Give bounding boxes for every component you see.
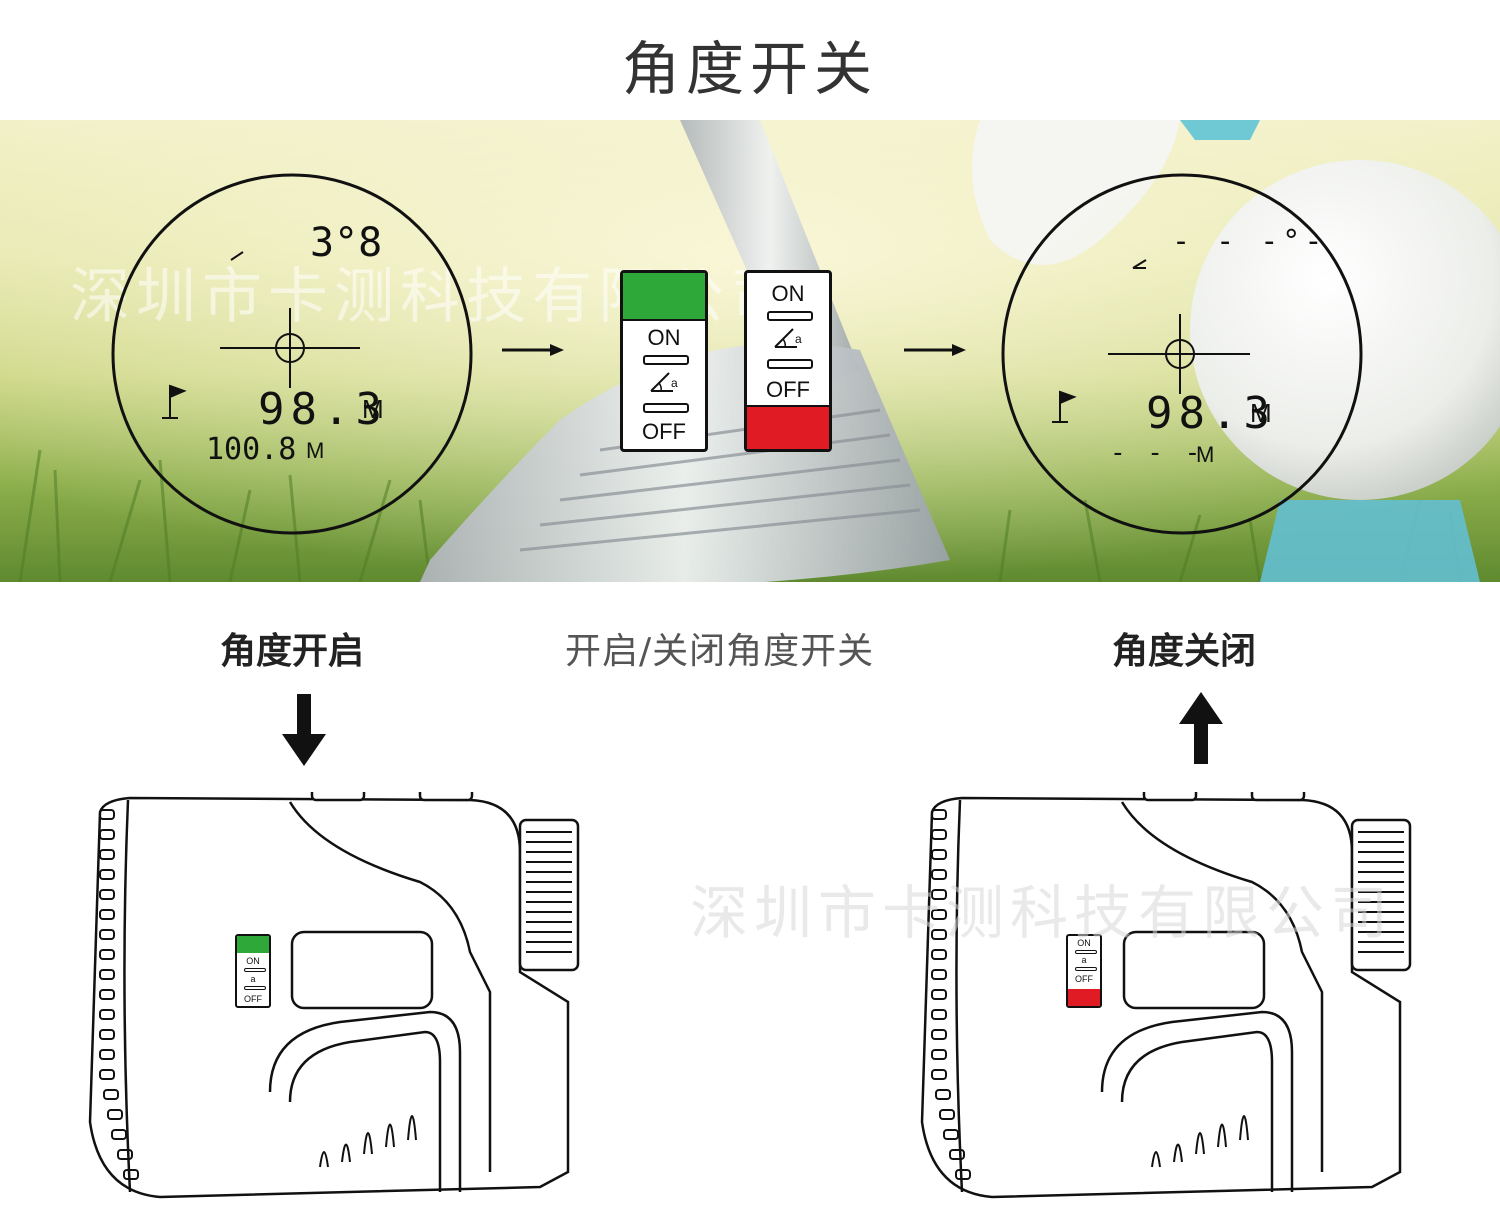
caption-angle-off: 角度关闭: [1112, 631, 1257, 672]
rangefinder-device-angle-off: [920, 792, 1412, 1199]
distance-unit: M: [362, 394, 384, 424]
crosshair-icon: [220, 308, 360, 388]
arrow-down-icon: [282, 694, 326, 766]
switch-off-label: OFF: [642, 419, 686, 444]
golf-scene-illustration: [0, 120, 1500, 582]
rangefinder-device-angle-on: [88, 792, 580, 1199]
device-switch-on: ON a OFF: [235, 934, 271, 1008]
svg-text:a: a: [671, 376, 678, 390]
grip-ridges: [931, 809, 971, 1180]
svg-text:a: a: [795, 332, 802, 346]
angle-icon: a: [1081, 955, 1087, 965]
page-title: 角度开关: [621, 35, 878, 103]
golf-photo-banner: 深圳市卡测科技有限公司 3°8 98.3 M 100.8 M ON a: [0, 120, 1500, 582]
caption-angle-on: 角度开启: [220, 631, 365, 672]
switch-off-indicator: [747, 407, 829, 449]
viewfinder-angle-off: [1001, 173, 1363, 535]
angle-readout: - - -°-: [1172, 224, 1327, 259]
distance-readout: 98.3: [258, 384, 388, 435]
distance-readout: 98.3: [1146, 388, 1276, 439]
flag-icon: [162, 384, 187, 419]
angle-icon: a: [650, 372, 678, 392]
adjusted-distance-readout: 100.8: [206, 432, 297, 467]
focus-wheel: [526, 831, 572, 953]
distance-unit: M: [1250, 398, 1272, 428]
arrow-up-icon: [1179, 692, 1223, 764]
grip-ridges: [99, 809, 139, 1180]
angle-icon: a: [250, 974, 256, 984]
arrow-right-icon: [502, 344, 564, 356]
switch-on-label: ON: [647, 325, 681, 350]
angle-switch-off: ON a OFF: [744, 270, 832, 452]
switch-on-indicator: [623, 273, 705, 319]
adjusted-distance-unit: M: [306, 438, 325, 463]
watermark-text: 深圳市卡测科技有限公司: [690, 879, 1395, 947]
device-switch-off: ON a OFF: [1066, 934, 1102, 1008]
flag-icon: [1052, 390, 1077, 423]
caption-toggle: 开启/关闭角度开关: [565, 631, 875, 672]
angle-readout: 3°8: [310, 220, 383, 266]
adjusted-distance-readout: - - -: [1110, 438, 1204, 468]
crosshair-icon: [1108, 314, 1250, 394]
switch-on-label: ON: [771, 281, 805, 306]
adjusted-distance-unit: M: [1196, 442, 1215, 467]
angle-switch-on: ON a OFF: [620, 270, 708, 452]
arrow-right-icon: [904, 344, 966, 356]
angle-icon: a: [774, 328, 802, 348]
focus-wheel: [1358, 831, 1404, 953]
viewfinder-angle-on: [111, 173, 473, 535]
switch-off-label: OFF: [766, 377, 810, 402]
